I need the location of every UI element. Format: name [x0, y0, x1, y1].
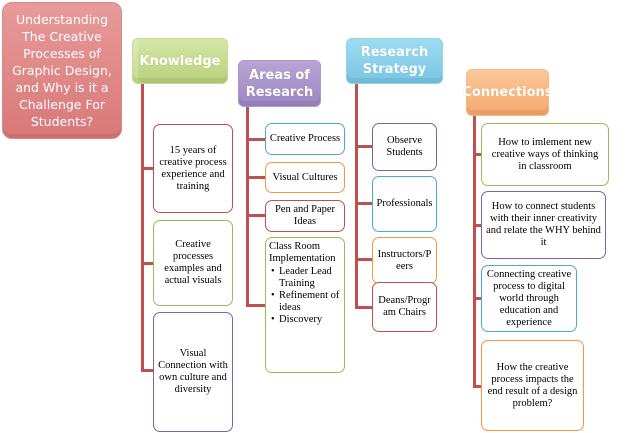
node-label: Creative processes examples and actual v… — [164, 239, 222, 286]
connector-branch — [246, 176, 266, 179]
connector-trunk — [141, 83, 144, 371]
node-label: How the creative process impacts the end… — [487, 361, 578, 409]
node-label: Visual Cultures — [272, 171, 338, 183]
bullet-item: Discovery — [271, 314, 341, 326]
heading-label: Knowledge — [139, 53, 221, 69]
heading-label: Connections — [462, 85, 553, 100]
heading-connections: Connections — [462, 69, 553, 116]
connections-item: How the creative process impacts the end… — [481, 340, 584, 431]
node-label: Deans/Program Chairs — [378, 295, 431, 318]
connector-branch — [141, 167, 154, 170]
connector-branch — [473, 297, 482, 300]
strategy-item: Professionals — [372, 176, 437, 232]
connections-item: How to imlement new creative ways of thi… — [481, 123, 609, 186]
strategy-item: Instructors/Peers — [372, 237, 437, 284]
knowledge-item: Visual Connection with own culture and d… — [153, 312, 233, 432]
knowledge-item: Creative processes examples and actual v… — [153, 220, 233, 306]
node-title: Class Room Implementation — [269, 241, 336, 264]
bullet-list: Leader Lead Training Refinement of ideas… — [269, 266, 341, 326]
node-label: Connecting creative process to digital w… — [486, 268, 572, 328]
areas-item: Visual Cultures — [265, 162, 345, 193]
connector-branch — [246, 304, 266, 307]
connector-branch — [355, 145, 373, 148]
connector-branch — [141, 369, 154, 372]
node-label: Visual Connection with own culture and d… — [158, 348, 228, 395]
areas-item: Creative Process — [265, 123, 345, 155]
node-label: Instructors/Peers — [377, 248, 432, 272]
heading-research-strategy: Research Strategy — [346, 38, 443, 84]
heading-areas-of-research: Areas of Research — [238, 60, 321, 107]
node-label: How to connect students with their inner… — [486, 201, 601, 248]
knowledge-item: 15 years of creative process experience … — [153, 124, 233, 213]
strategy-item: Observe Students — [372, 123, 437, 171]
connector-branch — [473, 385, 482, 388]
connector-branch — [246, 138, 266, 141]
connector-branch — [141, 262, 154, 265]
heading-knowledge: Knowledge — [132, 38, 228, 84]
connector-branch — [355, 258, 373, 261]
node-label: Creative Process — [269, 133, 341, 144]
connector-branch — [473, 153, 482, 156]
connector-trunk — [246, 106, 249, 306]
areas-item-classroom: Class Room Implementation Leader Lead Tr… — [265, 237, 345, 373]
connector-branch — [246, 214, 266, 217]
node-label: Pen and Paper Ideas — [274, 204, 336, 227]
connections-item: How to connect students with their inner… — [481, 191, 606, 259]
bullet-item: Leader Lead Training — [271, 266, 341, 290]
connector-branch — [473, 224, 482, 227]
connections-item: Connecting creative process to digital w… — [481, 265, 577, 332]
connector-branch — [355, 202, 373, 205]
connector-trunk — [355, 83, 358, 309]
connector-branch — [355, 306, 373, 309]
heading-label: Research Strategy — [360, 45, 429, 77]
node-label: Observe Students — [386, 135, 423, 158]
heading-label: Areas of Research — [245, 67, 314, 100]
node-label: Professionals — [376, 198, 433, 209]
node-label: How to imlement new creative ways of thi… — [491, 136, 599, 172]
connector-trunk — [473, 115, 476, 388]
root-topic-label: Understanding The Creative Processes of … — [12, 12, 112, 129]
root-topic: Understanding The Creative Processes of … — [2, 2, 122, 139]
areas-item: Pen and Paper Ideas — [265, 200, 345, 232]
bullet-item: Refinement of ideas — [271, 290, 341, 314]
node-label: 15 years of creative process experience … — [159, 144, 227, 192]
strategy-item: Deans/Program Chairs — [372, 282, 437, 332]
